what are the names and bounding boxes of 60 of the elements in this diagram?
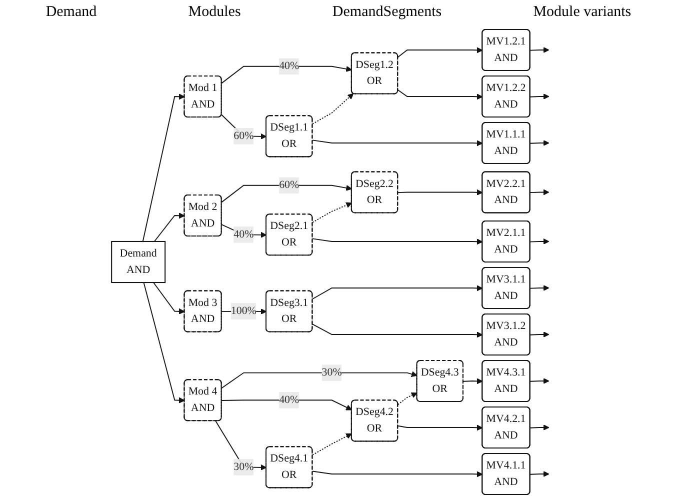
arrow (142, 94, 185, 242)
process-box: MV4.2.1 AND (482, 406, 530, 449)
arrow (312, 470, 483, 478)
arrow (397, 392, 418, 406)
column-heading: Demand (46, 4, 97, 20)
arrow (530, 93, 550, 100)
arrow (397, 47, 483, 58)
arrow (143, 282, 185, 404)
process-box: DSeg3.1 OR (265, 290, 313, 332)
process-box: DSeg4.3 OR (416, 360, 464, 402)
arrow (312, 238, 483, 245)
process-box: MV3.1.1 AND (482, 266, 530, 310)
process-box: Mod 2 AND (184, 194, 222, 237)
process-box: MV4.3.1 AND (482, 360, 530, 402)
arrow (530, 471, 550, 478)
process-box: MV3.1.2 AND (482, 313, 530, 356)
process-box: MV2.1.1 AND (482, 220, 530, 263)
arrow (462, 378, 483, 384)
process-box: DSeg4.1 OR (265, 446, 313, 488)
process-box: DSeg1.2 OR (350, 52, 398, 94)
process-box: DSeg2.1 OR (265, 214, 313, 256)
column-heading: Module variants (533, 4, 632, 20)
process-box: MV1.2.1 AND (482, 28, 530, 72)
arrow (312, 433, 352, 456)
process-box: MV2.2.1 AND (482, 171, 530, 214)
process-box: DSeg1.1 OR (265, 115, 313, 158)
arrow (312, 93, 354, 124)
arrow (530, 424, 550, 431)
process-box: Mod 1 AND (184, 75, 222, 118)
arrow (530, 189, 550, 196)
arrow (530, 238, 550, 244)
arrow (154, 212, 185, 242)
process-box: MV1.2.2 AND (482, 75, 530, 118)
process-box: DSeg4.2 OR (350, 400, 398, 442)
process-box: MV1.1.1 AND (482, 122, 530, 164)
arrow (312, 202, 352, 223)
column-heading: Modules (188, 4, 241, 20)
arrow (530, 140, 550, 146)
arrow (221, 400, 352, 410)
arrow (312, 285, 483, 300)
column-heading: DemandSegments (332, 4, 442, 20)
arrow (530, 46, 550, 53)
arrow (215, 420, 267, 470)
arrow (312, 140, 483, 146)
arrow (152, 282, 185, 314)
process-box: Mod 3 AND (184, 290, 222, 332)
process-box: Demand AND (111, 240, 166, 284)
arrow (397, 424, 483, 431)
process-box: Mod 4 AND (184, 379, 222, 422)
arrow (530, 284, 550, 291)
arrow (397, 90, 483, 100)
process-box: DSeg2.2 OR (350, 171, 398, 214)
process-box: MV4.1.1 AND (482, 452, 530, 496)
arrow (530, 331, 550, 338)
arrow (397, 189, 483, 196)
arrow (221, 184, 352, 203)
arrow (221, 66, 352, 84)
arrow (221, 371, 418, 389)
arrow (312, 324, 483, 338)
arrow (530, 378, 550, 384)
